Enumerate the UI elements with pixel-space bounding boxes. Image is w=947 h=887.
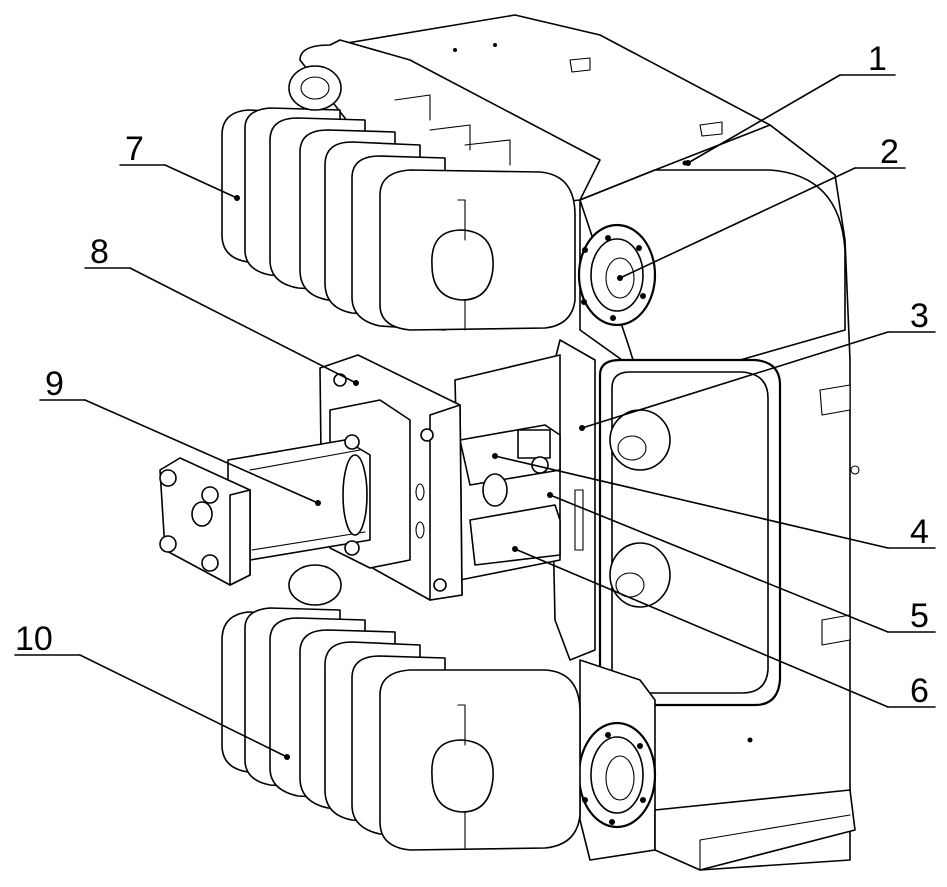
callout-6: 6	[910, 672, 929, 710]
callout-7: 7	[125, 130, 144, 168]
lower-finned-block	[222, 565, 580, 850]
callout-5: 5	[910, 597, 929, 635]
actuator-cylinder	[160, 435, 370, 585]
callout-2: 2	[880, 133, 899, 171]
callout-4: 4	[910, 513, 929, 551]
callout-8: 8	[90, 233, 109, 271]
callout-10: 10	[15, 620, 53, 658]
callout-9: 9	[45, 365, 64, 403]
lower-bearing-assembly	[579, 723, 655, 827]
callout-1: 1	[868, 40, 887, 78]
upper-bearing-assembly	[579, 225, 655, 325]
callout-3: 3	[910, 297, 929, 335]
